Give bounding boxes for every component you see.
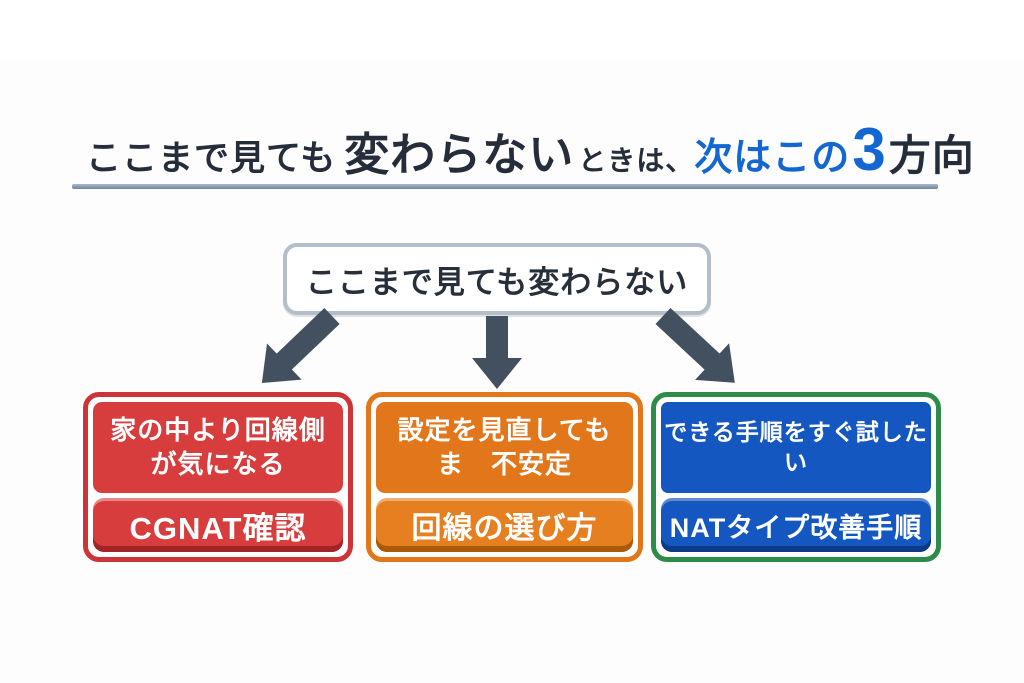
condition-panel: 家の中より回線側 が気になる <box>93 402 343 493</box>
condition-text-line2: ま 不安定 <box>436 448 572 479</box>
title-segment: ときは、 <box>578 145 695 176</box>
source-condition-label: ここまで見ても変わらない <box>305 264 689 300</box>
condition-text-line1: 設定を見直しても <box>397 414 612 445</box>
title-underline <box>72 184 938 189</box>
page-title: ここまで見ても 変わらない ときは、 次はこの 3 方向 <box>86 116 974 183</box>
title-segment: ここまで見ても <box>86 139 337 178</box>
branch-card-line-choice: 設定を見直しても ま 不安定 回線の選び方 <box>366 392 643 562</box>
arrow-down-icon <box>472 316 522 389</box>
condition-text-line2: が気になる <box>150 448 286 479</box>
source-condition-box: ここまで見ても変わらない <box>283 243 711 315</box>
action-button-line-choice[interactable]: 回線の選び方 <box>376 498 633 552</box>
action-button-cgnat[interactable]: CGNAT確認 <box>93 498 343 552</box>
condition-panel: 設定を見直しても ま 不安定 <box>376 402 633 493</box>
title-segment: 方向 <box>888 132 975 179</box>
condition-text-line1: 家の中より回線側 <box>110 414 326 445</box>
action-button-nat-type[interactable]: NATタイプ改善手順 <box>661 498 931 552</box>
condition-panel: できる手順をすぐ試したい <box>661 402 931 493</box>
branch-card-nat-type: できる手順をすぐ試したい NATタイプ改善手順 <box>651 392 941 562</box>
condition-text-line1: できる手順をすぐ試したい <box>664 418 928 475</box>
title-segment-blue: 次はこの <box>694 137 851 179</box>
title-number-3: 3 <box>852 116 887 183</box>
branch-card-cgnat: 家の中より回線側 が気になる CGNAT確認 <box>83 392 353 562</box>
title-segment-emphasis: 変わらない <box>344 129 575 180</box>
